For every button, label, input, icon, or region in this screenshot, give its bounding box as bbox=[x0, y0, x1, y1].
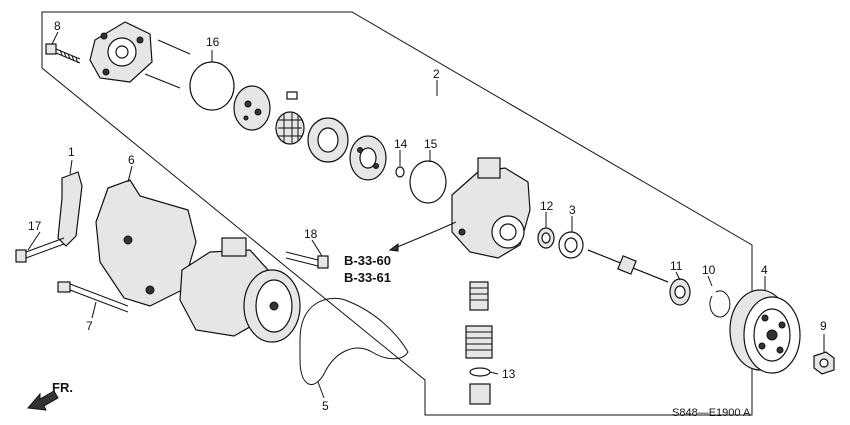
dowel-pin bbox=[157, 39, 191, 55]
leader-lines bbox=[27, 31, 825, 399]
callout-3: 3 bbox=[569, 203, 576, 217]
drawing-code: S848—E1900 A bbox=[672, 407, 751, 419]
pump-rear-cover bbox=[89, 21, 153, 83]
flow-control-valve bbox=[465, 281, 493, 405]
callout-10: 10 bbox=[702, 263, 716, 277]
side-plate bbox=[233, 85, 271, 131]
callout-14: 14 bbox=[394, 137, 408, 151]
callout-11: 11 bbox=[670, 259, 683, 273]
callout-4: 4 bbox=[761, 263, 768, 277]
pressure-plate bbox=[349, 135, 387, 181]
callout-7: 7 bbox=[86, 319, 93, 333]
callout-8: 8 bbox=[54, 19, 61, 33]
callout-16: 16 bbox=[206, 35, 220, 49]
bearing-11 bbox=[669, 278, 691, 306]
assembly-boundary bbox=[41, 11, 753, 416]
reference-b-33-61[interactable]: B-33-61 bbox=[344, 270, 391, 285]
washer-3 bbox=[558, 231, 584, 259]
oil-seal-12 bbox=[537, 227, 555, 249]
callout-17: 17 bbox=[28, 219, 42, 233]
o-ring-15 bbox=[409, 160, 447, 204]
callout-18: 18 bbox=[304, 227, 318, 241]
callout-13: 13 bbox=[502, 367, 516, 381]
reference-b-33-60[interactable]: B-33-60 bbox=[344, 253, 391, 268]
callout-6: 6 bbox=[128, 153, 135, 167]
callout-1: 1 bbox=[68, 145, 75, 159]
nut-9 bbox=[813, 351, 835, 375]
drive-belt-5 bbox=[299, 297, 409, 385]
reference-arrow bbox=[388, 229, 439, 252]
callout-12: 12 bbox=[540, 199, 554, 213]
bracket-1 bbox=[57, 171, 83, 247]
pump-shaft bbox=[587, 249, 669, 283]
pump-front-body bbox=[437, 157, 531, 259]
bolt-18 bbox=[285, 251, 329, 269]
pump-vane bbox=[286, 91, 298, 100]
o-ring-13 bbox=[469, 367, 491, 377]
callout-5: 5 bbox=[322, 399, 329, 413]
callout-15: 15 bbox=[424, 137, 438, 151]
front-direction-label: FR. bbox=[52, 380, 73, 395]
dowel-pin bbox=[144, 73, 181, 89]
bolt-8 bbox=[45, 43, 81, 64]
o-ring-16 bbox=[189, 61, 235, 111]
pulley-4 bbox=[729, 289, 801, 374]
stud-bolt-7 bbox=[57, 281, 129, 313]
cam-ring bbox=[307, 117, 349, 163]
pump-rotor bbox=[275, 111, 305, 145]
pump-bracket-6 bbox=[95, 179, 197, 307]
callout-2: 2 bbox=[433, 67, 440, 81]
callout-9: 9 bbox=[820, 319, 827, 333]
front-direction-arrow: FR. bbox=[27, 380, 73, 411]
bolt-17 bbox=[15, 237, 65, 263]
snap-ring-10 bbox=[709, 290, 731, 318]
o-ring-14 bbox=[395, 166, 405, 178]
assembled-pump bbox=[179, 237, 301, 343]
